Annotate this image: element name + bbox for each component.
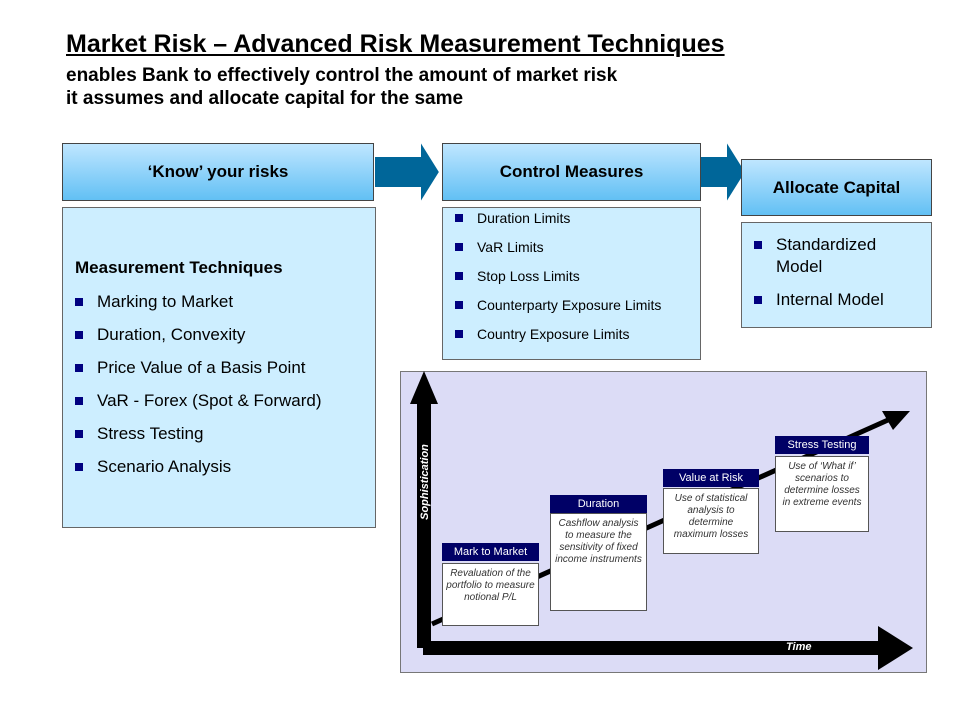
y-axis-arrow bbox=[410, 371, 438, 648]
list-item: Standardized Model bbox=[754, 234, 923, 278]
list-item: Price Value of a Basis Point bbox=[75, 358, 375, 378]
list-item: VaR Limits bbox=[455, 239, 694, 256]
stage-desc-stress-testing: Use of ‘What if’ scenarios to determine … bbox=[775, 456, 869, 532]
subtitle-line-2: it assumes and allocate capital for the … bbox=[66, 88, 464, 109]
stage-label-duration: Duration bbox=[550, 495, 647, 513]
list-item: Marking to Market bbox=[75, 292, 375, 312]
control-measures-panel: Duration Limits VaR Limits Stop Loss Lim… bbox=[442, 207, 701, 360]
stage-desc-mark-to-market: Revaluation of the portfolio to measure … bbox=[442, 563, 539, 626]
stage-desc-value-at-risk: Use of statistical analysis to determine… bbox=[663, 488, 759, 554]
list-item: Internal Model bbox=[754, 289, 923, 311]
page-title: Market Risk – Advanced Risk Measurement … bbox=[66, 30, 725, 58]
stage-desc-duration: Cashflow analysis to measure the sensiti… bbox=[550, 513, 647, 611]
list-item: Duration, Convexity bbox=[75, 325, 375, 345]
know-risks-panel: Measurement Techniques Marking to Market… bbox=[62, 207, 376, 528]
stage-label-mark-to-market: Mark to Market bbox=[442, 543, 539, 561]
allocate-list: Standardized Model Internal Model bbox=[754, 234, 923, 311]
measurement-list: Marking to Market Duration, Convexity Pr… bbox=[75, 292, 375, 477]
y-axis-label-wrap: Sophistication bbox=[414, 438, 436, 526]
measurement-techniques-heading: Measurement Techniques bbox=[75, 258, 283, 277]
control-measures-header: Control Measures bbox=[442, 143, 701, 201]
list-item: VaR - Forex (Spot & Forward) bbox=[75, 391, 375, 411]
list-item: Stress Testing bbox=[75, 424, 375, 444]
know-risks-header: ‘Know’ your risks bbox=[62, 143, 374, 201]
list-item: Scenario Analysis bbox=[75, 457, 375, 477]
subtitle-line-1: enables Bank to effectively control the … bbox=[66, 65, 618, 86]
list-item: Stop Loss Limits bbox=[455, 268, 694, 285]
allocate-capital-panel: Standardized Model Internal Model bbox=[741, 222, 932, 328]
flow-arrow-1 bbox=[373, 136, 442, 208]
stage-label-value-at-risk: Value at Risk bbox=[663, 469, 759, 487]
x-axis-label: Time bbox=[786, 641, 812, 653]
control-list: Duration Limits VaR Limits Stop Loss Lim… bbox=[455, 210, 694, 343]
stage-label-stress-testing: Stress Testing bbox=[775, 436, 869, 454]
trend-arrowhead bbox=[882, 411, 910, 430]
page-subtitle: enables Bank to effectively control the … bbox=[66, 64, 617, 110]
list-item: Country Exposure Limits bbox=[455, 326, 694, 343]
allocate-capital-header: Allocate Capital bbox=[741, 159, 932, 216]
list-item: Duration Limits bbox=[455, 210, 694, 227]
y-axis-label: Sophistication bbox=[419, 444, 431, 520]
flow-arrow-2 bbox=[699, 136, 748, 208]
x-axis-arrow bbox=[423, 626, 913, 670]
list-item: Counterparty Exposure Limits bbox=[455, 297, 694, 314]
